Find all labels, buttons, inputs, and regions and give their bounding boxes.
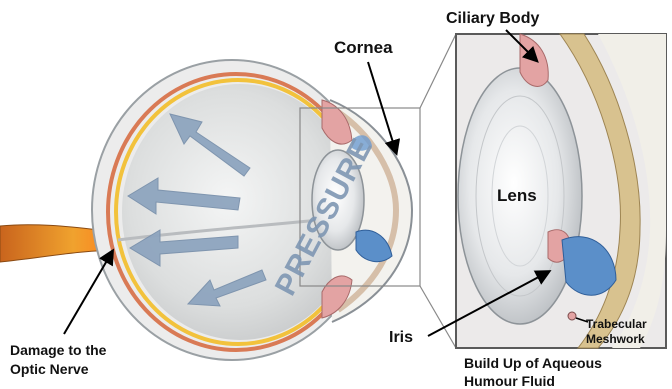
damage-label: Damage to the Optic Nerve [10, 341, 106, 379]
damage-line-2: Optic Nerve [10, 360, 106, 379]
cornea-label: Cornea [334, 38, 393, 58]
trabecular-line-2: Meshwork [586, 332, 647, 347]
trabecular-line-1: Trabecular [586, 317, 647, 332]
iris-label: Iris [389, 329, 413, 347]
ciliary-body-label: Ciliary Body [446, 10, 539, 28]
buildup-line-2: Humour Fluid [464, 372, 602, 389]
pointer-damage [64, 252, 112, 334]
lens-label: Lens [497, 186, 537, 206]
trabecular-meshwork-label: Trabecular Meshwork [586, 317, 647, 347]
buildup-line-1: Build Up of Aqueous [464, 354, 602, 372]
inset-detail [456, 34, 666, 348]
damage-line-1: Damage to the [10, 341, 106, 360]
buildup-label: Build Up of Aqueous Humour Fluid [464, 354, 602, 389]
